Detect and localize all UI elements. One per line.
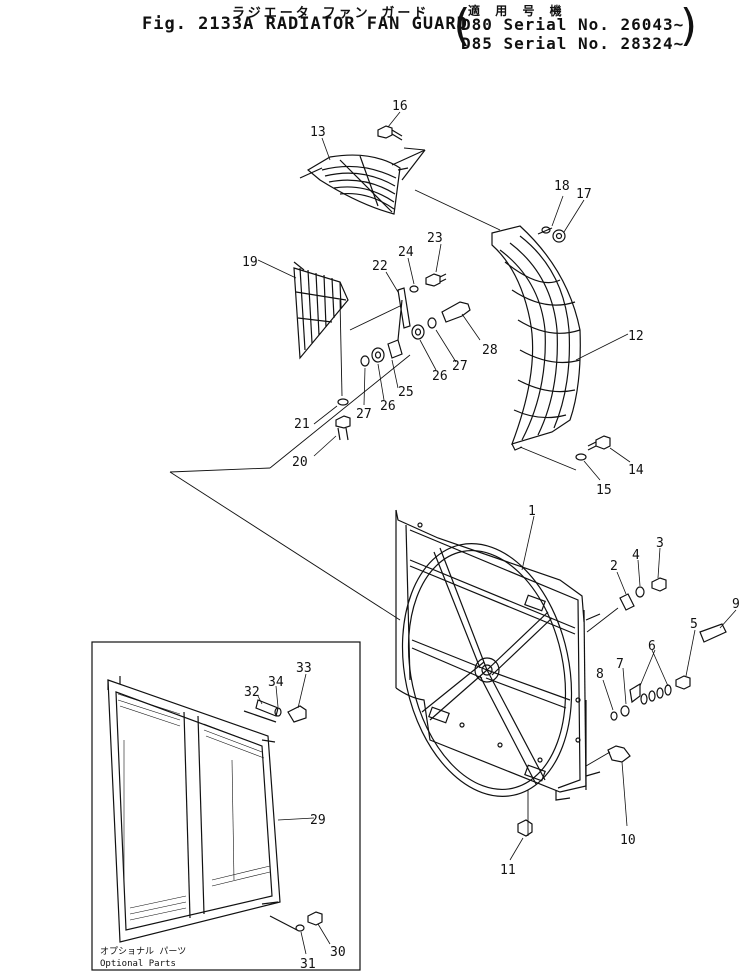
left-bracket: ( — [448, 0, 475, 51]
serial-d80: D80 Serial No. 26043~ — [461, 15, 685, 34]
callout-21: 21 — [294, 417, 310, 432]
callout-14: 14 — [628, 463, 644, 478]
callout-25: 25 — [398, 385, 414, 400]
callout-1: 1 — [528, 504, 536, 519]
title-japanese: ラジエータ ファン ガード — [232, 6, 430, 21]
callout-26-left: 26 — [380, 399, 396, 414]
callout-29: 29 — [310, 813, 326, 828]
callout-20: 20 — [292, 455, 308, 470]
side-guard-12 — [491, 225, 581, 451]
optional-parts-inset — [91, 641, 361, 971]
fan-shroud-1 — [395, 509, 601, 801]
hardware — [335, 125, 727, 837]
top-guard-13 — [299, 149, 426, 215]
side-guard-19 — [293, 261, 349, 360]
callout-28: 28 — [482, 343, 498, 358]
callout-5: 5 — [690, 617, 698, 632]
serial-d85: D85 Serial No. 28324~ — [461, 34, 685, 53]
callout-8: 8 — [596, 667, 604, 682]
optional-parts-caption: Optional Parts — [100, 959, 176, 969]
callout-34: 34 — [268, 675, 284, 690]
callout-23: 23 — [427, 231, 443, 246]
callout-leaders — [257, 111, 737, 955]
callout-33: 33 — [296, 661, 312, 676]
callout-30: 30 — [330, 945, 346, 960]
callout-12: 12 — [628, 329, 644, 344]
callout-10: 10 — [620, 833, 636, 848]
callout-26-right: 26 — [432, 369, 448, 384]
callout-4: 4 — [632, 548, 640, 563]
callout-31: 31 — [300, 957, 316, 972]
applicable-models-header: 適 用 号 機 — [468, 4, 566, 18]
assembly-lines — [169, 147, 619, 836]
callout-7: 7 — [616, 657, 624, 672]
figure-title: Fig. 2133A RADIATOR FAN GUARD — [142, 14, 468, 34]
callout-17: 17 — [576, 187, 592, 202]
callout-24: 24 — [398, 245, 414, 260]
callout-13: 13 — [310, 125, 326, 140]
callout-19: 19 — [242, 255, 258, 270]
callout-6: 6 — [648, 639, 656, 654]
callout-9: 9 — [732, 597, 740, 612]
callout-11: 11 — [500, 863, 516, 878]
callout-22: 22 — [372, 259, 388, 274]
callout-27-right: 27 — [452, 359, 468, 374]
callout-27-left: 27 — [356, 407, 372, 422]
callout-32: 32 — [244, 685, 260, 700]
right-bracket: ) — [676, 0, 703, 51]
callout-18: 18 — [554, 179, 570, 194]
callout-15: 15 — [596, 483, 612, 498]
optional-parts-caption-jp: オプショナル パーツ — [100, 946, 186, 957]
callout-2: 2 — [610, 559, 618, 574]
callout-16: 16 — [392, 99, 408, 114]
callout-3: 3 — [656, 536, 664, 551]
callout-labels: 1 2 3 4 5 6 7 8 9 10 11 12 13 14 15 16 1… — [242, 99, 740, 972]
